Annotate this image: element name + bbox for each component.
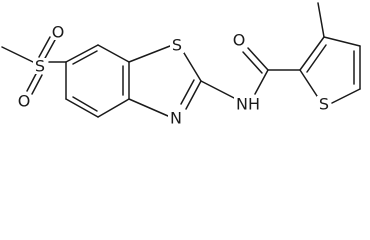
- bond-thiazole-s-c2: [183, 52, 202, 82]
- chemical-structure: S O O S N NH O S: [1, 2, 361, 128]
- bond-thiophene-c2-c3-inner: [306, 44, 327, 73]
- bond-thiazole-c7a-s: [128, 45, 171, 63]
- bond-benzene-1-inner: [72, 50, 98, 65]
- amide-nh-label: NH: [236, 95, 260, 114]
- bond-s-o-bottom-a: [26, 71, 38, 92]
- thiazole-nitrogen-label: N: [170, 109, 182, 128]
- thiophene-sulfur-label: S: [319, 95, 329, 114]
- bond-s-o-top-a: [38, 36, 51, 58]
- bond-s-o-top-b: [43, 39, 56, 61]
- sulfonyl-sulfur-atom: S: [33, 57, 47, 76]
- bond-thiophene-c3-c4: [323, 36, 361, 47]
- carbonyl-oxygen-label: O: [233, 31, 246, 50]
- bond-carbonyl-o-a: [247, 47, 269, 71]
- bond-carbonyl-o-b: [242, 51, 263, 74]
- bond-c2-nh: [200, 80, 239, 101]
- sulfonyl-oxygen-top-label: O: [52, 23, 65, 42]
- bond-benzene-5-inner: [72, 96, 98, 112]
- thiophene-sulfur-atom: S: [317, 95, 331, 114]
- bond-thiazole-n-c3a: [128, 98, 169, 117]
- amide-nh-atom: NH: [234, 95, 262, 114]
- sulfonyl-oxygen-bottom-atom: O: [17, 92, 31, 111]
- bond-nh-carbonyl: [254, 69, 269, 95]
- bond-thiophene-s-c2: [299, 69, 318, 97]
- sulfonyl-oxygen-top-atom: O: [51, 23, 65, 42]
- bond-benzene-2: [97, 44, 130, 63]
- sulfonyl-sulfur-label: S: [35, 57, 45, 76]
- atom-labels: S O O S N NH O S: [17, 23, 331, 128]
- bond-thiophene-c5-s: [331, 88, 361, 104]
- bond-methyl-s: [1, 46, 34, 63]
- bond-benzene-4: [97, 98, 130, 118]
- thiazole-nitrogen-atom: N: [168, 109, 184, 128]
- thiazole-sulfur-atom: S: [170, 36, 184, 55]
- bond-benzene-5: [65, 98, 99, 118]
- carbonyl-oxygen-atom: O: [232, 31, 246, 50]
- bond-thiazole-c2-n-inner: [180, 79, 195, 105]
- bonds: [1, 2, 361, 118]
- sulfonyl-oxygen-bottom-label: O: [18, 92, 31, 111]
- bond-benzene-1: [65, 44, 99, 63]
- thiazole-sulfur-label: S: [172, 36, 182, 55]
- bond-thiophene-methyl: [317, 2, 325, 38]
- bond-thiophene-c2-c3: [299, 36, 325, 71]
- bond-s-o-bottom-b: [31, 74, 43, 95]
- bond-thiazole-c2-n: [185, 80, 202, 110]
